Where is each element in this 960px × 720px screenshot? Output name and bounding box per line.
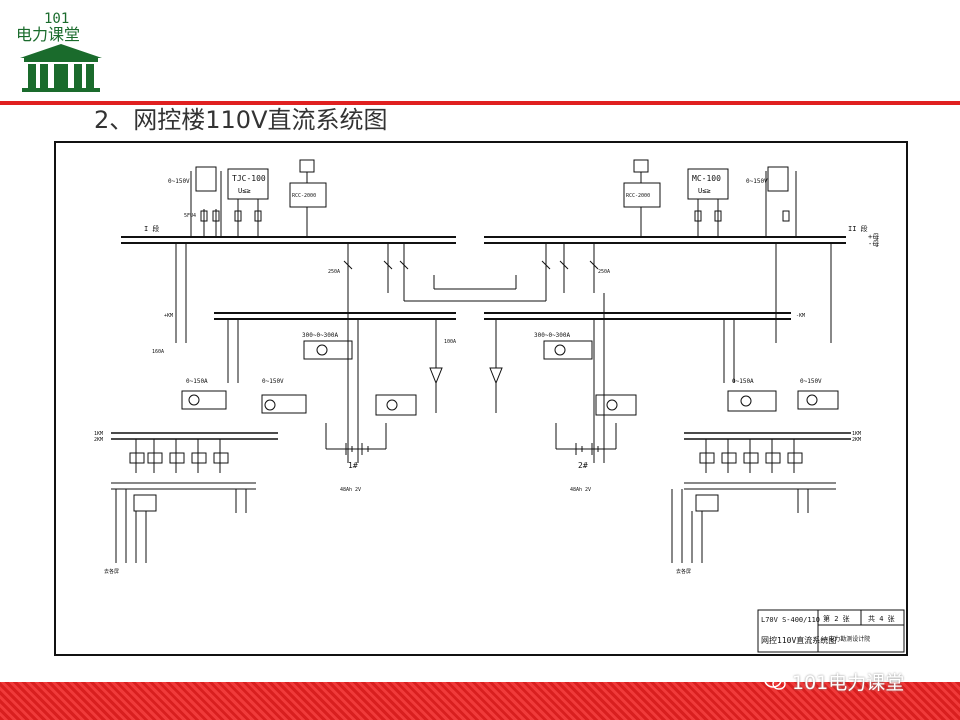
bus-right-label: -KM <box>796 313 805 319</box>
logo: 101 电力课堂 <box>14 6 108 98</box>
meter-v2-right: 0~150V <box>800 378 822 385</box>
meter-v-right: 0~150V <box>746 178 768 185</box>
left-device-label: TJC-100 <box>232 174 266 183</box>
dc-system-diagram: I 段 II 段 +母 -母 TJC-100 U≤≥ MC-100 U≤≥ RC… <box>94 159 905 653</box>
meter-v-left: 0~150V <box>168 178 190 185</box>
footer-band <box>0 682 960 720</box>
watermark: 101电力课堂 <box>764 668 904 694</box>
bus-plus-right: +母 <box>868 233 879 241</box>
battery-right: 2# <box>578 461 588 470</box>
tb-total: 共 4 张 <box>868 614 895 623</box>
meter-v2-left: 0~150V <box>262 378 284 385</box>
slide-title: 2、网控楼110V直流系统图 <box>94 106 388 134</box>
breaker-250a-right: 250A <box>598 269 610 275</box>
tb-line1: L70V S-400/110 <box>761 616 820 624</box>
watermark-text: 101电力课堂 <box>792 671 905 694</box>
small-box-right: RCC-2000 <box>626 193 650 199</box>
bus-left-label: +KM <box>164 313 173 319</box>
battery-spec-left: 48Ah 2V <box>340 487 361 493</box>
logo-text-top: 101 <box>44 11 69 27</box>
logo-text-main: 电力课堂 <box>16 25 80 44</box>
left-device-sub: U≤≥ <box>238 187 251 195</box>
meter-a-right: 0~150A <box>732 378 754 385</box>
dist-right-1: 1KM <box>852 431 861 437</box>
title-block <box>757 609 905 653</box>
breaker-100a: 100A <box>444 339 456 345</box>
tb-sheet: 第 2 张 <box>823 614 850 623</box>
dist-left-1: 1KM <box>94 431 103 437</box>
meter-a-left: 0~150A <box>186 378 208 385</box>
dist-left-2: 2KM <box>94 437 103 443</box>
diagram-frame: I 段 II 段 +母 -母 TJC-100 U≤≥ MC-100 U≤≥ RC… <box>54 141 908 656</box>
dist-right-2: 2KM <box>852 437 861 443</box>
battery-spec-right: 48Ah 2V <box>570 487 591 493</box>
ammeter-left: 300~0~300A <box>302 332 339 339</box>
breaker-250a-left: 250A <box>328 269 340 275</box>
small-box-left: RCC-2000 <box>292 193 316 199</box>
bus1-label: I 段 <box>144 224 159 233</box>
tb-org: ××电力勘测设计院 <box>821 635 870 643</box>
ammeter-right: 300~0~300A <box>534 332 571 339</box>
right-device-sub: U≤≥ <box>698 187 711 195</box>
tb-line2: 网控110V直流系统图 <box>761 635 836 645</box>
bus-minus-right: -母 <box>868 240 879 248</box>
bus2-label: II 段 <box>848 224 868 233</box>
battery-left: 1# <box>348 461 358 470</box>
wechat-icon <box>764 672 786 690</box>
fuse-label: 5FU4 <box>184 213 196 219</box>
output-label-left: 去各屏 <box>104 568 119 575</box>
breaker-160a: 160A <box>152 349 164 355</box>
right-device-label: MC-100 <box>692 174 721 183</box>
output-label-right: 去各屏 <box>676 568 691 575</box>
title-underline <box>0 101 960 105</box>
